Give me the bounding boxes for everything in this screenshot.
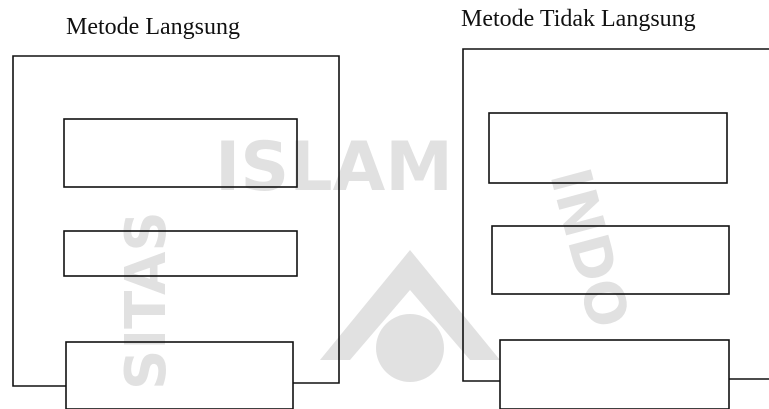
watermark-text-left: SITAS — [114, 211, 179, 390]
indirect-method-diagram — [462, 48, 769, 409]
direct-method-box-1 — [63, 118, 298, 188]
direct-method-frame-left-connector — [12, 55, 340, 387]
right-diagram-title: Metode Tidak Langsung — [461, 6, 696, 32]
indirect-method-box-3 — [499, 339, 730, 409]
direct-method-box-3 — [65, 341, 294, 409]
indirect-method-box-2 — [491, 225, 730, 295]
indirect-method-box-1 — [488, 112, 728, 184]
direct-method-box-2 — [63, 230, 298, 277]
watermark-text-right: INDO — [536, 162, 641, 335]
left-diagram-title: Metode Langsung — [66, 14, 240, 40]
university-seal-watermark: ISLAM SITAS INDO — [114, 128, 641, 390]
indirect-method-frame-left-connector — [462, 48, 769, 382]
watermark-text-top: ISLAM — [215, 128, 453, 207]
direct-method-diagram — [12, 55, 340, 409]
